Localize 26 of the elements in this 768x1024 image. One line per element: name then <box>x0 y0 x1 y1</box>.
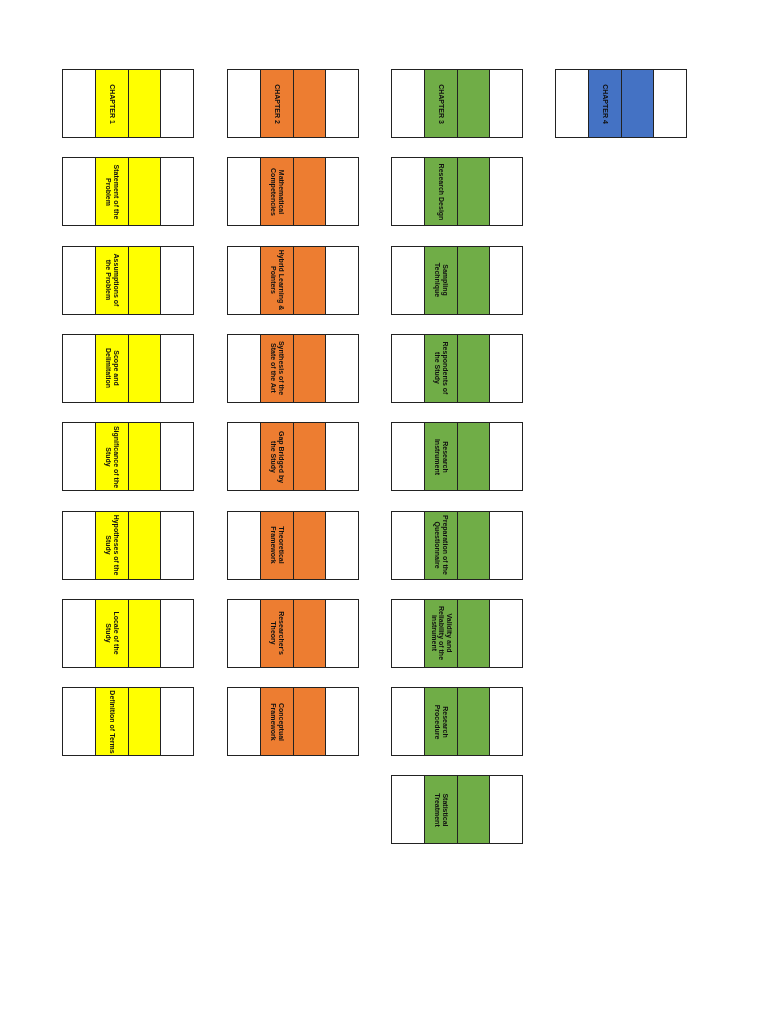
topic-card <box>227 598 359 668</box>
topic-card <box>62 687 194 757</box>
topic-card <box>227 157 359 227</box>
topic-card <box>391 510 523 580</box>
topic-card <box>62 69 194 138</box>
topic-card <box>391 687 523 757</box>
topic-card <box>62 510 194 580</box>
topic-card <box>555 69 687 138</box>
topic-card <box>227 245 359 315</box>
topic-card <box>391 422 523 492</box>
topic-card <box>227 422 359 492</box>
topic-card <box>391 333 523 403</box>
topic-card <box>62 245 194 315</box>
topic-card <box>227 69 359 138</box>
topic-card <box>391 69 523 138</box>
topic-card <box>391 775 523 845</box>
topic-card <box>227 510 359 580</box>
topic-card <box>391 245 523 315</box>
topic-card <box>227 687 359 757</box>
topic-card <box>391 598 523 668</box>
topic-card <box>391 157 523 227</box>
topic-card <box>62 157 194 227</box>
topic-card <box>227 333 359 403</box>
topic-card <box>62 598 194 668</box>
topic-card <box>62 333 194 403</box>
topic-card <box>62 422 194 492</box>
